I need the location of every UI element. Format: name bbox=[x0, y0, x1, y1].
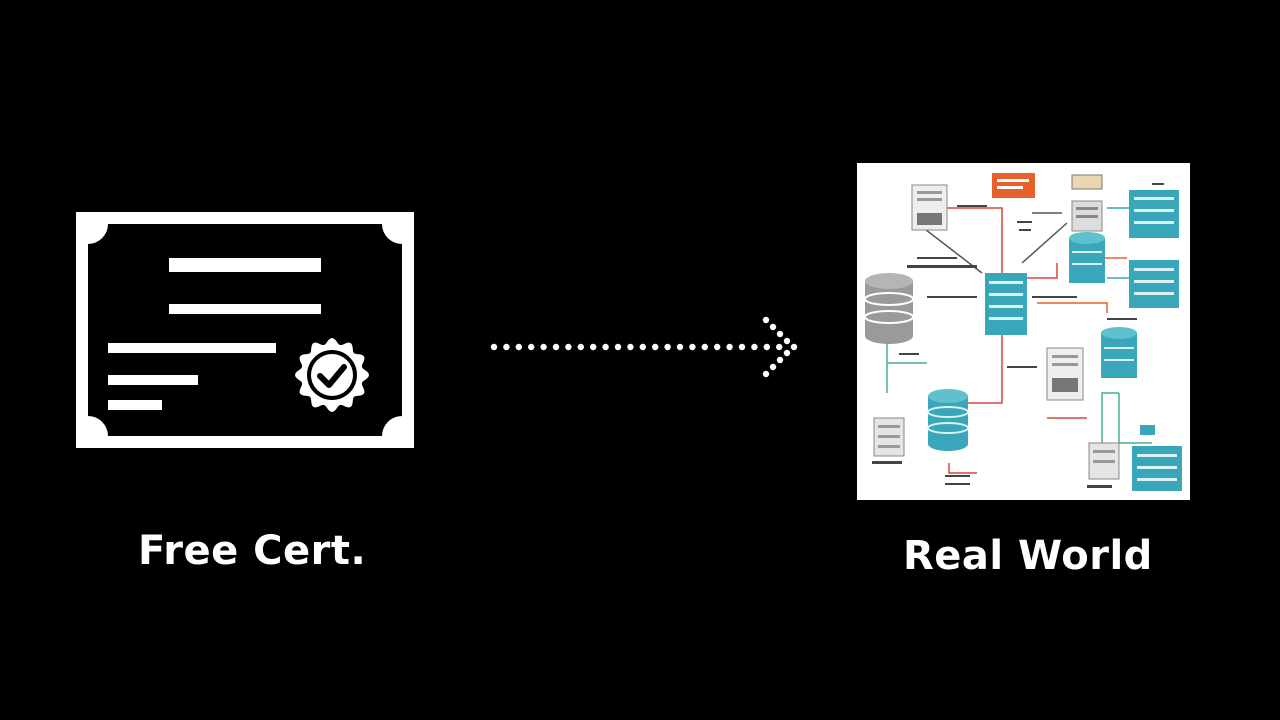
arrow-shaft-dot-20 bbox=[738, 343, 746, 351]
arrow-shaft-dot-17 bbox=[701, 343, 708, 351]
diagram-teal-node-2 bbox=[1129, 260, 1179, 308]
arrow-head-dot-4 bbox=[790, 343, 798, 351]
arrow-head-dot-2 bbox=[776, 330, 784, 338]
caption-free-cert: Free Cert. bbox=[138, 528, 367, 574]
arrow-shaft-dot-21 bbox=[751, 343, 758, 351]
arrow-head-dot-8 bbox=[762, 370, 770, 378]
arrow-shaft-dot-8 bbox=[590, 343, 597, 351]
diagram-database-teal-1 bbox=[1069, 232, 1105, 283]
cert-line-2 bbox=[169, 304, 321, 314]
arrow-shaft-dot-7 bbox=[577, 343, 584, 351]
arrow-head-dot-3 bbox=[783, 337, 791, 345]
arrow-shaft-dot-9 bbox=[602, 343, 609, 351]
arrow-shaft-dot-19 bbox=[726, 343, 733, 351]
arrow-head-dot-6 bbox=[776, 356, 784, 364]
diagram-database-gray bbox=[864, 273, 914, 344]
diagram-teal-node-1 bbox=[1129, 190, 1179, 238]
diagram-server-stack bbox=[985, 273, 1027, 335]
diagram-header-box bbox=[992, 173, 1035, 198]
diagram-database-teal-2 bbox=[1101, 327, 1137, 378]
arrow-shaft-dot-22 bbox=[763, 343, 770, 351]
arrow-shaft-dot-15 bbox=[676, 343, 684, 351]
cert-line-4 bbox=[108, 375, 198, 385]
arrow-head-dot-0 bbox=[762, 316, 770, 324]
arrow-shaft-dot-23 bbox=[776, 343, 783, 351]
arrow-head-dot-5 bbox=[783, 349, 791, 357]
arrow-shaft-dot-18 bbox=[714, 343, 721, 351]
caption-real-world: Real World bbox=[903, 533, 1153, 579]
arrow-shaft-dot-0 bbox=[490, 343, 498, 351]
arrow-shaft-dot-4 bbox=[540, 343, 547, 351]
diagram-database-teal-3 bbox=[927, 389, 969, 451]
arrow-shaft-dot-6 bbox=[565, 343, 572, 351]
arrow-shaft-dot-5 bbox=[552, 343, 560, 351]
arrow-head-dot-1 bbox=[769, 323, 777, 331]
arrow-shaft-dot-2 bbox=[515, 343, 522, 351]
network-architecture-diagram bbox=[857, 163, 1190, 500]
arrow-shaft-dot-13 bbox=[652, 343, 659, 351]
certificate-icon bbox=[76, 212, 414, 448]
cert-line-3 bbox=[108, 343, 276, 353]
arrow-shaft-dot-1 bbox=[503, 343, 510, 351]
arrow-shaft-dot-16 bbox=[689, 343, 696, 351]
diagram-teal-node-3 bbox=[1132, 446, 1182, 491]
verified-badge-icon bbox=[295, 338, 369, 412]
arrow-shaft-dot-14 bbox=[664, 343, 671, 351]
arrow-shaft-dot-12 bbox=[639, 343, 646, 351]
arrow-shaft-dot-3 bbox=[528, 343, 535, 351]
cert-line-1 bbox=[169, 258, 321, 272]
arrow-head-dot-7 bbox=[769, 363, 777, 371]
cert-line-5 bbox=[108, 400, 162, 410]
arrow-shaft-dot-11 bbox=[627, 343, 634, 351]
arrow-shaft-dot-10 bbox=[614, 343, 622, 351]
dotted-arrow-icon bbox=[486, 310, 816, 384]
